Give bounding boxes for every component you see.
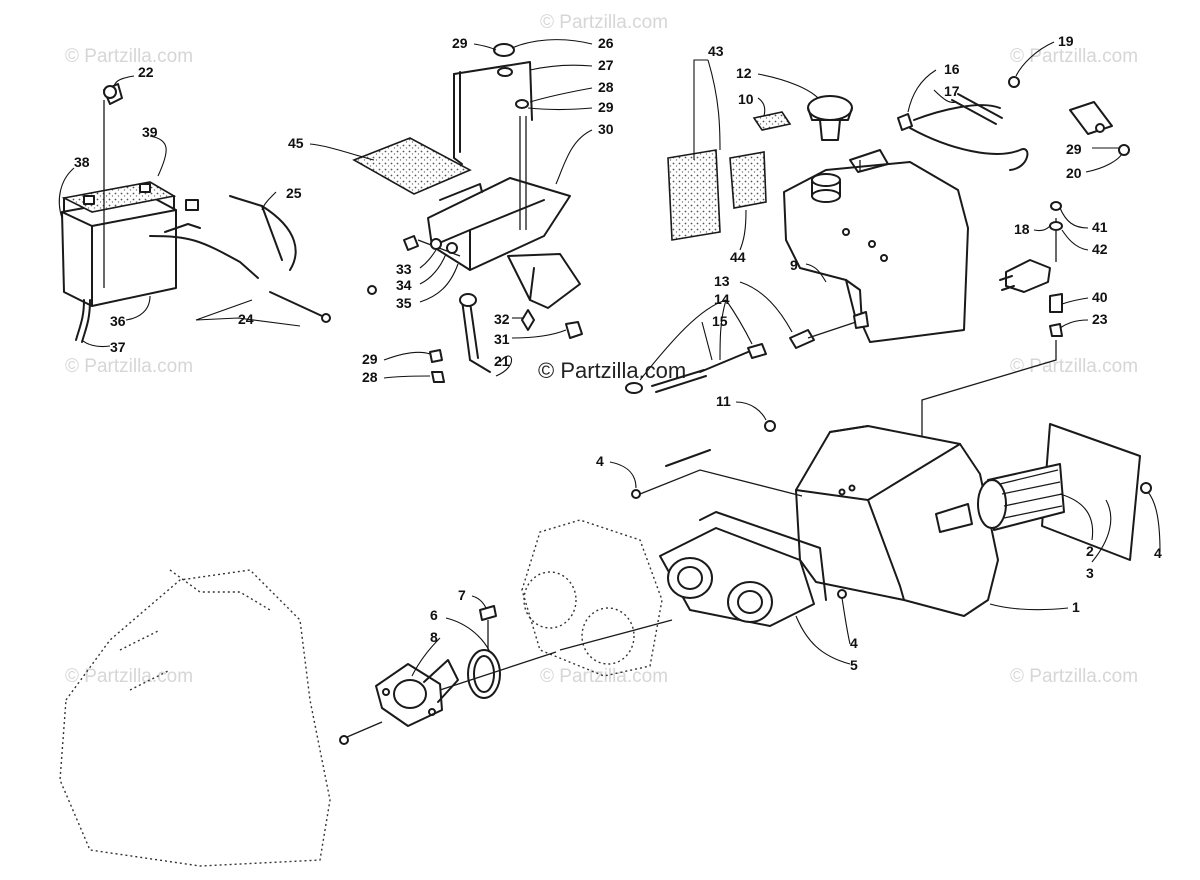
callout-4: 4 xyxy=(1154,545,1162,561)
callout-30: 30 xyxy=(598,121,614,137)
callout-5: 5 xyxy=(850,657,858,673)
callout-27: 27 xyxy=(598,57,614,73)
callout-4: 4 xyxy=(596,453,604,469)
callout-44: 44 xyxy=(730,249,746,265)
battery xyxy=(61,181,177,307)
callout-24: 24 xyxy=(238,311,254,327)
callout-29: 29 xyxy=(1066,141,1082,157)
callout-13: 13 xyxy=(714,273,730,289)
hose-clamp xyxy=(439,605,557,699)
callout-12: 12 xyxy=(736,65,752,81)
callout-29: 29 xyxy=(598,99,614,115)
callout-14: 14 xyxy=(714,291,730,307)
callout-21: 21 xyxy=(494,353,510,369)
callout-1: 1 xyxy=(1072,599,1080,615)
battery-vent-tube xyxy=(75,299,91,343)
callout-38: 38 xyxy=(74,154,90,170)
engine-ghost xyxy=(59,569,383,867)
callout-33: 33 xyxy=(396,261,412,277)
callout-23: 23 xyxy=(1092,311,1108,327)
callout-41: 41 xyxy=(1092,219,1108,235)
callout-4: 4 xyxy=(850,635,858,651)
callout-7: 7 xyxy=(458,587,466,603)
callout-22: 22 xyxy=(138,64,154,80)
tray-mount-bracket xyxy=(507,253,581,309)
callout-34: 34 xyxy=(396,277,412,293)
watermark-text: © Partzilla.com xyxy=(1010,356,1138,377)
callout-43: 43 xyxy=(708,43,724,59)
watermarks: © Partzilla.com © Partzilla.com © Partzi… xyxy=(65,12,1138,687)
callout-35: 35 xyxy=(396,295,412,311)
tray-support-rod xyxy=(403,235,583,383)
callout-3: 3 xyxy=(1086,565,1094,581)
fuel-cap xyxy=(807,95,853,203)
fuel-vent-hose xyxy=(897,93,1029,171)
callout-39: 39 xyxy=(142,124,158,140)
watermark-text: © Partzilla.com xyxy=(1010,46,1138,67)
callout-18: 18 xyxy=(1014,221,1030,237)
fuel-tank xyxy=(783,149,969,343)
callout-labels: 22 39 38 36 37 24 25 45 29 26 27 28 29 3… xyxy=(74,33,1162,673)
callout-20: 20 xyxy=(1066,165,1082,181)
fuel-shutoff-valve xyxy=(921,201,1063,440)
silencer-fasteners xyxy=(631,420,1152,599)
callout-26: 26 xyxy=(598,35,614,51)
callout-42: 42 xyxy=(1092,241,1108,257)
callout-17: 17 xyxy=(944,83,960,99)
callout-10: 10 xyxy=(738,91,754,107)
callout-36: 36 xyxy=(110,313,126,329)
leader-lines xyxy=(58,39,1161,677)
callout-29: 29 xyxy=(362,351,378,367)
battery-hold-down xyxy=(453,43,533,230)
decal-small xyxy=(729,151,767,209)
fuel-line xyxy=(625,321,857,394)
callout-37: 37 xyxy=(110,339,126,355)
callout-28: 28 xyxy=(598,79,614,95)
callout-15: 15 xyxy=(712,313,728,329)
watermark-text: © Partzilla.com xyxy=(65,666,193,687)
callout-40: 40 xyxy=(1092,289,1108,305)
hose-clamp-bracket xyxy=(1008,76,1130,156)
battery-pad xyxy=(352,137,472,195)
watermark-center-text: © Partzilla.com xyxy=(538,358,686,383)
watermark-text: © Partzilla.com xyxy=(65,356,193,377)
callout-29: 29 xyxy=(452,35,468,51)
watermark-text: © Partzilla.com xyxy=(1010,666,1138,687)
callout-11: 11 xyxy=(716,393,731,409)
intake-silencer xyxy=(795,425,999,617)
callout-6: 6 xyxy=(430,607,438,623)
callout-32: 32 xyxy=(494,311,510,327)
watermark-text: © Partzilla.com xyxy=(540,12,668,33)
decal-large xyxy=(667,149,721,241)
battery-cables xyxy=(149,195,377,323)
battery-terminal-cap xyxy=(103,83,123,288)
callout-28: 28 xyxy=(362,369,378,385)
callout-19: 19 xyxy=(1058,33,1074,49)
decal-label xyxy=(752,111,792,131)
carburetor-ghost xyxy=(521,519,673,677)
callout-8: 8 xyxy=(430,629,438,645)
intake-adapter xyxy=(659,511,827,627)
callout-16: 16 xyxy=(944,61,960,77)
intake-screen xyxy=(977,423,1141,561)
callout-9: 9 xyxy=(790,257,798,273)
callout-31: 31 xyxy=(494,331,510,347)
watermark-text: © Partzilla.com xyxy=(65,46,193,67)
callout-45: 45 xyxy=(288,135,304,151)
callout-25: 25 xyxy=(286,185,302,201)
carb-flange xyxy=(375,659,459,727)
watermark-text: © Partzilla.com xyxy=(540,666,668,687)
callout-2: 2 xyxy=(1086,543,1094,559)
